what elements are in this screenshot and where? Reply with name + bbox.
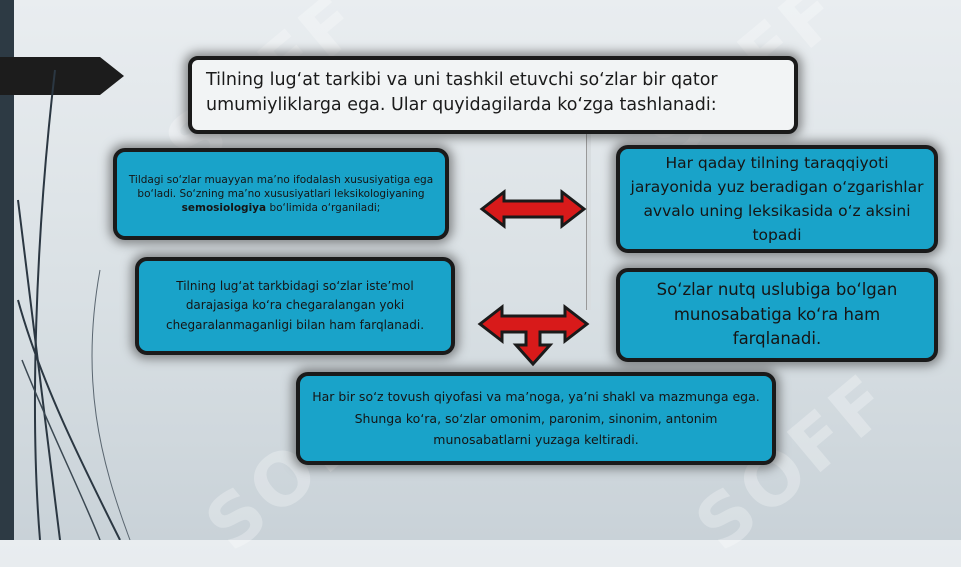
box-top-right: Har qaday tilning taraqqiyoti jarayonida… (616, 145, 938, 253)
box-mid-right-text: So‘zlar nutq uslubiga bo‘lgan munosabati… (656, 279, 898, 349)
connector-line (586, 130, 591, 310)
title-text: Tilning lug‘at tarkibi va uni tashkil et… (206, 70, 718, 115)
arrows-layer (477, 188, 590, 367)
box-mid-right: So‘zlar nutq uslubiga bo‘lgan munosabati… (616, 268, 938, 362)
slide-tab-marker (0, 57, 124, 95)
three-way-arrow-icon (477, 303, 590, 367)
title-box: Tilning lug‘at tarkibi va uni tashkil et… (188, 56, 798, 134)
box-top-right-text: Har qaday tilning taraqqiyoti jarayonida… (630, 153, 924, 245)
left-sidebar-strip (0, 0, 14, 540)
double-arrow-icon (479, 188, 587, 230)
box-bottom: Har bir so‘z tovush qiyofasi va ma’noga,… (296, 372, 776, 465)
box-bottom-text: Har bir so‘z tovush qiyofasi va ma’noga,… (312, 388, 760, 448)
box-top-left-text: Tildagi so‘zlar muayyan ma’no ifodalash … (128, 173, 434, 215)
box-top-left: Tildagi so‘zlar muayyan ma’no ifodalash … (113, 148, 449, 240)
box-mid-left: Tilning lug‘at tarkbidagi so‘zlar iste’m… (135, 257, 455, 355)
box-mid-left-text: Tilning lug‘at tarkbidagi so‘zlar iste’m… (165, 279, 425, 332)
decorative-curves (17, 69, 131, 540)
